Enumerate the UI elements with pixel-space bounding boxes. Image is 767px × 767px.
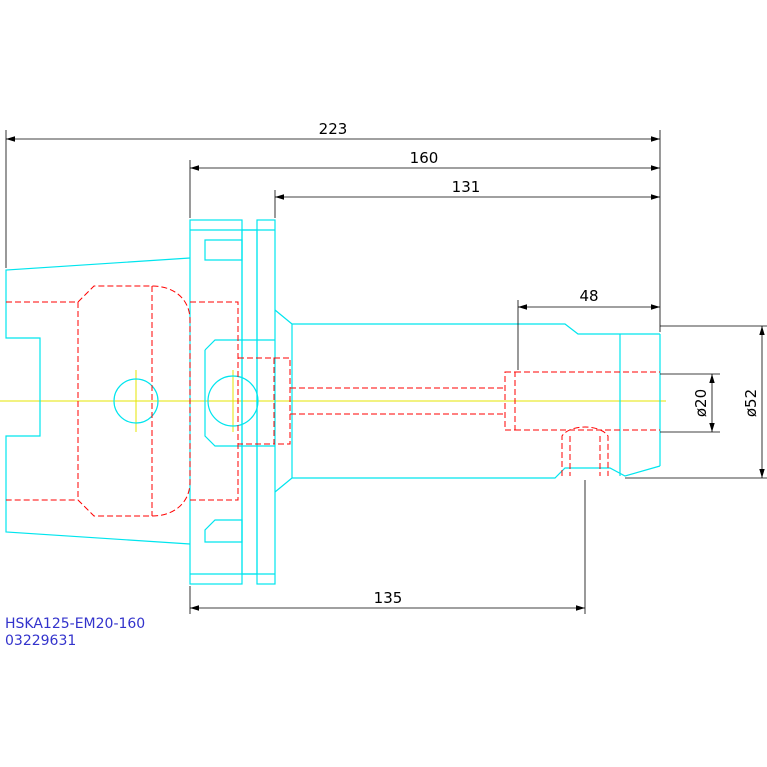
extension-lines	[5, 130, 767, 614]
part-number-label: HSKA125-EM20-160	[5, 616, 146, 632]
dim-bore-diameter: ø20	[692, 389, 710, 417]
dim-body-diameter: ø52	[742, 389, 760, 417]
dim-screw-position: 135	[374, 589, 403, 607]
dim-clamp-depth: 48	[579, 287, 598, 305]
hidden-features	[6, 285, 660, 517]
dim-gauge-length: 160	[410, 149, 439, 167]
part-code-label: 03229631	[5, 633, 77, 649]
dimension-lines	[6, 136, 765, 611]
centerline	[0, 370, 666, 432]
dim-overall-length: 223	[319, 120, 348, 138]
tool-holder-outline	[5, 219, 661, 585]
dim-body-length: 131	[452, 178, 481, 196]
